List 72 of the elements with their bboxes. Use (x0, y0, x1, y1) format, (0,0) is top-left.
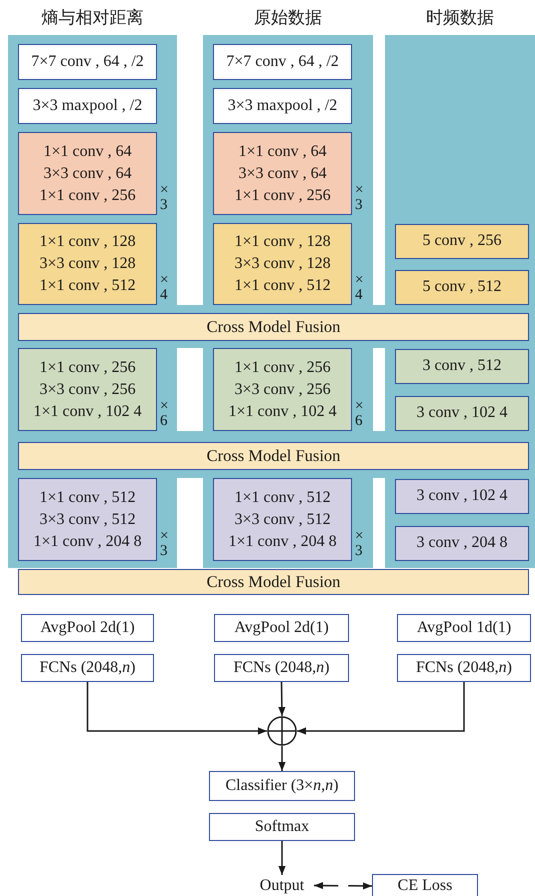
arrow (297, 682, 465, 735)
layer-label: 1×1 conv , 512 (234, 276, 331, 296)
process-box: FCNs (2048,n) (397, 654, 531, 682)
layer-label: 3×3 conv , 128 (234, 254, 331, 274)
repeat-count: ×6 (355, 399, 364, 429)
arrow (278, 682, 286, 716)
fusion-band: Cross Model Fusion (18, 442, 529, 470)
fusion-band: Cross Model Fusion (18, 313, 529, 341)
repeat-count: ×4 (160, 273, 169, 303)
process-box: AvgPool 2d(1) (21, 614, 154, 642)
layer-box (18, 223, 157, 305)
layer-label: 1×1 conv , 64 (238, 142, 327, 162)
layer-label: 3×3 conv , 64 (238, 164, 327, 184)
layer-box (213, 478, 352, 561)
layer-label: 3×3 conv , 512 (234, 510, 331, 530)
layer-label: 1×1 conv , 256 (39, 358, 136, 378)
process-box: Classifier (3×n,n) (209, 771, 355, 801)
repeat-count: ×4 (355, 273, 364, 303)
arrow (314, 882, 372, 890)
layer-label: 3×3 conv , 512 (39, 510, 136, 530)
layer-label: 3×3 conv , 64 (43, 164, 132, 184)
layer-box: 5 conv , 512 (395, 270, 529, 305)
layer-label: 1×1 conv , 512 (39, 276, 136, 296)
column-heading: 熵与相对距离 (40, 7, 144, 29)
layer-box: 3 conv , 102 4 (395, 479, 529, 514)
repeat-count: ×3 (355, 529, 364, 559)
layer-label: 1×1 conv , 102 4 (228, 402, 337, 422)
layer-label: 1×1 conv , 512 (39, 488, 136, 508)
layer-label: 1×1 conv , 512 (234, 488, 331, 508)
layer-box (18, 478, 157, 561)
process-box: CE Loss (372, 874, 478, 896)
layer-label: 3×3 conv , 256 (39, 380, 136, 400)
column-heading: 原始数据 (253, 7, 323, 29)
layer-box (18, 348, 157, 431)
repeat-count: ×3 (160, 529, 169, 559)
layer-box (213, 132, 352, 215)
process-box: AvgPool 1d(1) (397, 614, 531, 642)
layer-label: 1×1 conv , 256 (234, 358, 331, 378)
layer-box (213, 223, 352, 305)
layer-label: 3×3 conv , 128 (39, 254, 136, 274)
layer-label: 1×1 conv , 128 (39, 232, 136, 252)
layer-box: 7×7 conv , 64 , /2 (18, 44, 157, 80)
process-box: FCNs (2048,n) (21, 654, 154, 682)
repeat-count: ×3 (355, 183, 364, 213)
layer-box: 3 conv , 512 (395, 349, 529, 384)
layer-label: 1×1 conv , 256 (234, 186, 331, 206)
arrow (278, 841, 286, 875)
layer-box (18, 132, 157, 215)
layer-label: 1×1 conv , 64 (43, 142, 132, 162)
repeat-count: ×6 (160, 399, 169, 429)
layer-box: 3×3 maxpool , /2 (213, 88, 352, 124)
process-box: AvgPool 2d(1) (214, 614, 349, 642)
arrow (278, 746, 286, 771)
layer-label: 1×1 conv , 128 (234, 232, 331, 252)
process-box: Softmax (209, 813, 355, 841)
column-heading: 时频数据 (425, 7, 495, 29)
arrow (86, 682, 267, 735)
layer-label: 3×3 conv , 256 (234, 380, 331, 400)
process-box: FCNs (2048,n) (214, 654, 349, 682)
layer-box: 3 conv , 102 4 (395, 396, 529, 431)
layer-box: 3 conv , 204 8 (395, 526, 529, 561)
repeat-count: ×3 (160, 183, 169, 213)
layer-label: 1×1 conv , 204 8 (33, 532, 142, 552)
layer-box: 5 conv , 256 (395, 224, 529, 259)
fusion-band: Cross Model Fusion (18, 569, 529, 595)
layer-label: 1×1 conv , 256 (39, 186, 136, 206)
layer-box: 7×7 conv , 64 , /2 (213, 44, 352, 80)
output-text: Output (254, 875, 310, 896)
layer-label: 1×1 conv , 204 8 (228, 532, 337, 552)
layer-box: 3×3 maxpool , /2 (18, 88, 157, 124)
layer-box (213, 348, 352, 431)
layer-label: 1×1 conv , 102 4 (33, 402, 142, 422)
